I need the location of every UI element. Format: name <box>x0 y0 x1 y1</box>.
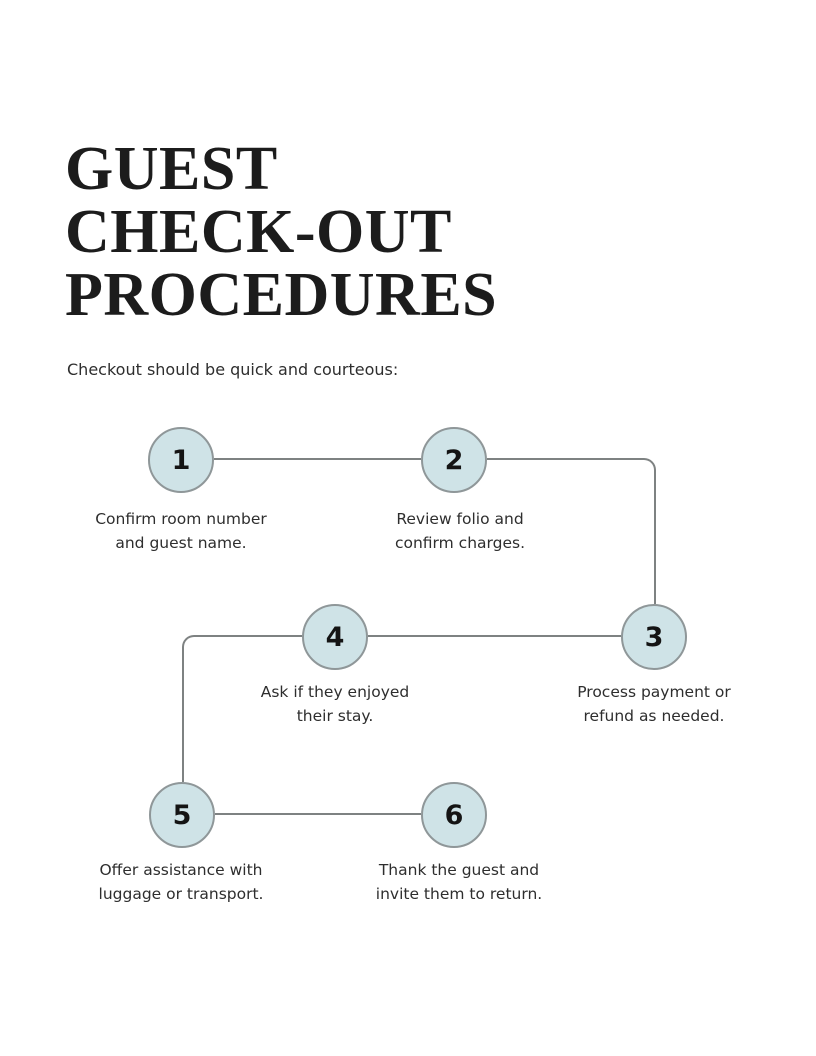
step-label-1-line-2: and guest name. <box>115 534 247 552</box>
page-title: GUEST CHECK-OUT PROCEDURES <box>65 138 497 327</box>
step-number-4: 4 <box>325 621 345 653</box>
page-title-line-2: CHECK-OUT <box>65 198 452 266</box>
step-circle-2: 2 <box>421 427 487 493</box>
step-label-2-line-2: confirm charges. <box>394 534 526 552</box>
connector-step4-step3 <box>368 635 621 637</box>
step-number-6: 6 <box>444 799 464 831</box>
connector-step2-step3 <box>487 458 656 604</box>
step-label-3-line-1: Process payment or <box>577 683 731 701</box>
step-label-6-line-2: invite them to return. <box>375 885 543 903</box>
step-label-6-line-1: Thank the guest and <box>378 861 540 879</box>
step-circle-5: 5 <box>149 782 215 848</box>
step-label-5-line-2: luggage or transport. <box>98 885 264 903</box>
step-circle-1: 1 <box>148 427 214 493</box>
step-label-5-line-1: Offer assistance with <box>99 861 263 879</box>
step-label-4-line-1: Ask if they enjoyed <box>260 683 410 701</box>
step-number-1: 1 <box>171 444 191 476</box>
step-number-5: 5 <box>172 799 192 831</box>
page-subtitle: Checkout should be quick and courteous: <box>67 360 399 379</box>
step-label-4-line-2: their stay. <box>296 707 374 725</box>
step-label-3-line-2: refund as needed. <box>583 707 725 725</box>
step-number-2: 2 <box>444 444 464 476</box>
step-label-3: Process payment or refund as needed. <box>524 680 784 728</box>
page-title-line-3: PROCEDURES <box>65 261 498 329</box>
step-number-3: 3 <box>644 621 664 653</box>
connector-step4-step5 <box>182 635 302 782</box>
connector-step1-step2 <box>214 458 421 460</box>
step-circle-3: 3 <box>621 604 687 670</box>
page-title-line-1: GUEST <box>65 135 278 203</box>
step-label-1-line-1: Confirm room number <box>95 510 267 528</box>
step-label-6: Thank the guest and invite them to retur… <box>329 858 589 906</box>
step-label-4: Ask if they enjoyed their stay. <box>205 680 465 728</box>
step-label-2: Review folio and confirm charges. <box>330 507 590 555</box>
step-label-5: Offer assistance with luggage or transpo… <box>51 858 311 906</box>
connector-step5-step6 <box>215 813 421 815</box>
step-label-2-line-1: Review folio and <box>396 510 524 528</box>
step-circle-4: 4 <box>302 604 368 670</box>
step-circle-6: 6 <box>421 782 487 848</box>
step-label-1: Confirm room number and guest name. <box>51 507 311 555</box>
